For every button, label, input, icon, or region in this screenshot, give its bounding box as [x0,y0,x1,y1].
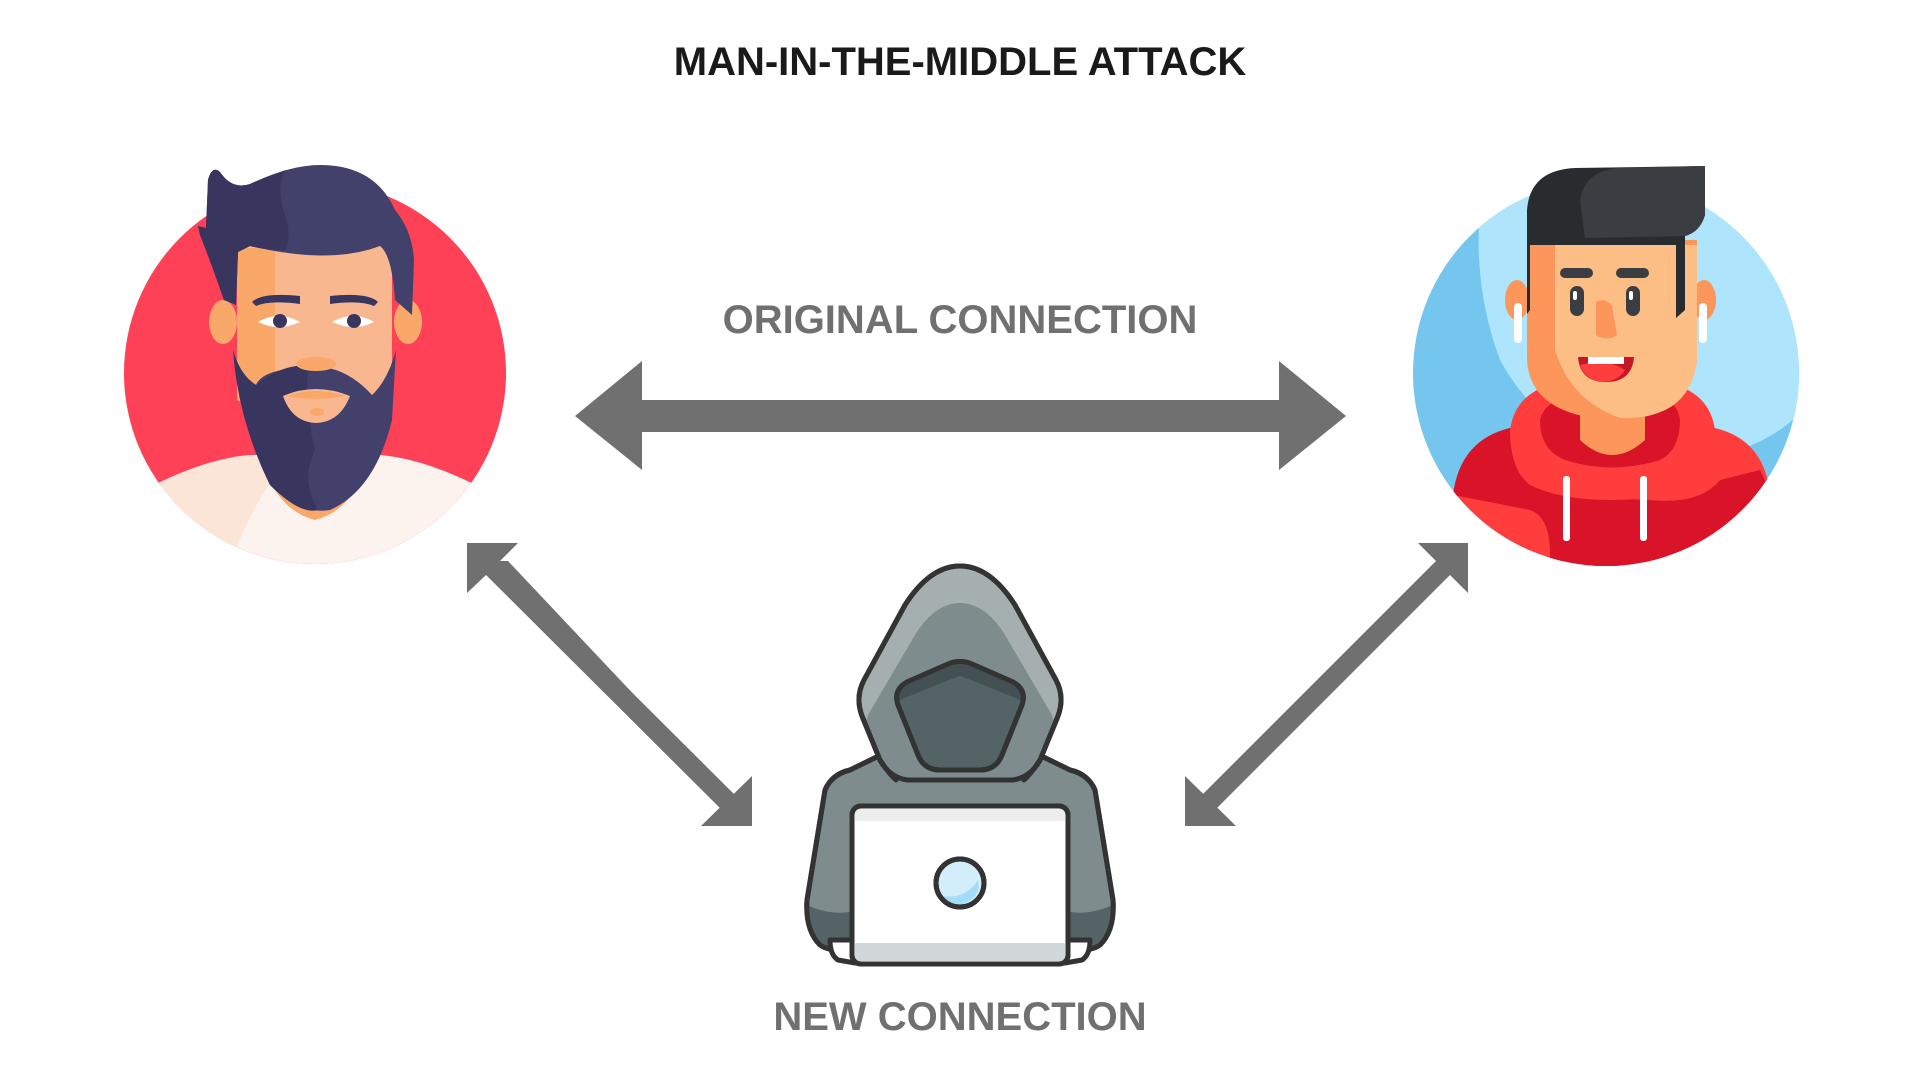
left-new-connection-arrow [467,543,752,826]
hoodie-man-avatar [1413,166,1799,566]
bearded-man-avatar [124,165,506,564]
new-connection-label: NEW CONNECTION [773,995,1147,1039]
original-connection-arrow [575,361,1346,470]
hacker-avatar [804,563,1116,967]
diagram-title: MAN-IN-THE-MIDDLE ATTACK [673,40,1247,84]
right-new-connection-arrow [1185,543,1468,826]
original-connection-label: ORIGINAL CONNECTION [722,298,1198,342]
